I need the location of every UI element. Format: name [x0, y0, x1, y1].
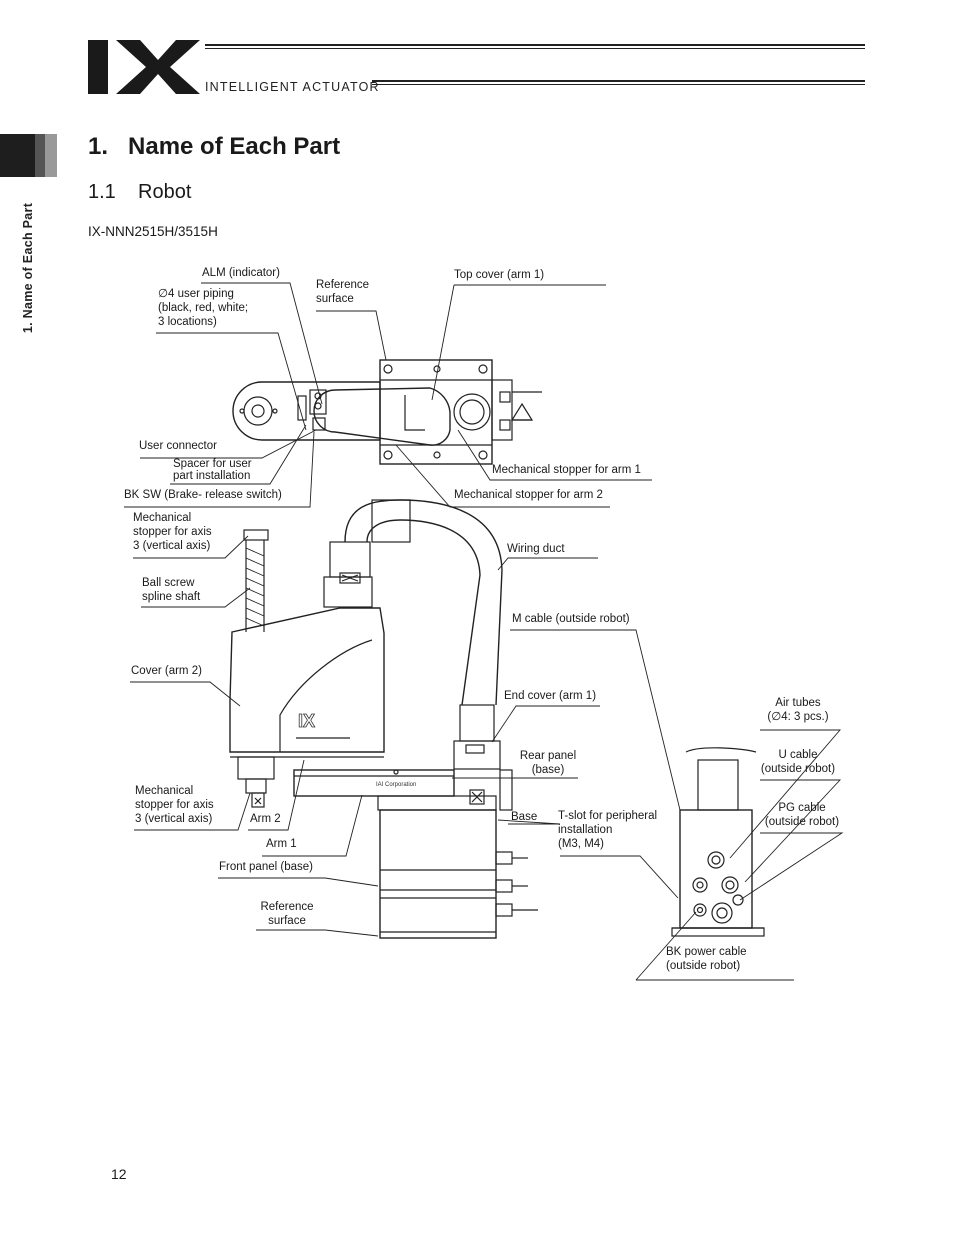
callout-spacer-line2: part installation	[173, 470, 251, 482]
callout-mech-stopper-lower-line2: stopper for axis	[135, 799, 214, 811]
callout-mech-stopper-axis3-lower: Mechanical stopper for axis 3 (vertical …	[135, 784, 214, 826]
callout-air-tubes: Air tubes (∅4: 3 pcs.)	[758, 696, 838, 724]
callout-ball-screw-line1: Ball screw	[142, 577, 195, 589]
callout-end-cover: End cover (arm 1)	[504, 690, 597, 702]
nameplate: IAI Corporation	[376, 782, 416, 788]
page-number: 12	[111, 1166, 127, 1182]
side-tab-block	[0, 134, 35, 177]
callout-bk-power-line2: (outside robot)	[666, 960, 741, 972]
callout-spacer: Spacer for user part installation	[173, 458, 252, 482]
callout-t-slot-line3: (M3, M4)	[558, 838, 604, 850]
callout-reference-surface-bottom: Reference surface	[252, 900, 322, 928]
callout-t-slot-line2: installation	[558, 824, 613, 836]
callout-mech-stopper-upper-line2: stopper for axis	[133, 526, 212, 538]
callout-user-piping: ∅4 user piping (black, red, white; 3 loc…	[158, 287, 248, 329]
callout-reference-top-line1: Reference	[316, 279, 370, 291]
callout-spacer-line1: Spacer for user	[173, 458, 252, 470]
callout-u-cable: U cable (outside robot)	[756, 748, 840, 776]
section-title: 1.1 Robot	[88, 181, 192, 203]
callout-arm2: Arm 2	[250, 813, 281, 825]
callout-mech-stopper-axis3-upper: Mechanical stopper for axis 3 (vertical …	[133, 511, 212, 553]
callout-pg-cable-line1: PG cable	[778, 802, 826, 814]
callout-mech-stopper-lower-line3: 3 (vertical axis)	[135, 813, 213, 825]
callout-front-panel: Front panel (base)	[219, 861, 313, 873]
callout-wiring-duct: Wiring duct	[507, 543, 565, 555]
callout-user-piping-line2: (black, red, white;	[158, 302, 249, 314]
callout-m-cable: M cable (outside robot)	[512, 613, 630, 625]
callout-air-tubes-line1: Air tubes	[775, 697, 821, 709]
brand-text: INTELLIGENT ACTUATOR	[205, 80, 380, 94]
header-rule-bottom-1	[372, 80, 865, 82]
callout-mech-stopper-arm1: Mechanical stopper for arm 1	[492, 464, 641, 476]
callout-user-piping-line1: ∅4 user piping	[158, 288, 234, 300]
callout-user-connector: User connector	[139, 440, 217, 452]
callout-reference-top-line2: surface	[316, 293, 354, 305]
callout-top-cover: Top cover (arm 1)	[454, 269, 545, 281]
side-tab-block-mid	[35, 134, 45, 177]
callout-arm1: Arm 1	[266, 838, 297, 850]
callout-reference-bottom-line1: Reference	[260, 901, 314, 913]
callout-rear-panel-line2: (base)	[531, 764, 565, 776]
header-rule-top-2	[205, 48, 865, 49]
header-rule-top-1	[205, 44, 865, 46]
callout-bk-sw: BK SW (Brake- release switch)	[124, 489, 282, 501]
callout-reference-bottom-line2: surface	[268, 915, 306, 927]
page-title: 1. Name of Each Part	[88, 133, 341, 160]
callout-base: Base	[511, 811, 538, 823]
model-label: IX-NNN2515H/3515H	[88, 224, 218, 239]
header-rule-bottom-2	[372, 84, 865, 85]
callout-mech-stopper-upper-line3: 3 (vertical axis)	[133, 540, 211, 552]
leader-lines	[124, 282, 844, 981]
callout-air-tubes-line2: (∅4: 3 pcs.)	[767, 711, 829, 723]
callout-rear-panel-line1: Rear panel	[519, 750, 577, 762]
callout-user-piping-line3: 3 locations)	[158, 316, 217, 328]
callout-rear-panel: Rear panel (base)	[512, 749, 584, 777]
callout-ball-screw: Ball screw spline shaft	[142, 576, 200, 604]
side-view: IX IAI Corporation	[229, 499, 538, 939]
callout-cover-arm2: Cover (arm 2)	[131, 665, 202, 677]
callout-ball-screw-line2: spline shaft	[142, 591, 201, 603]
callout-bk-power-line1: BK power cable	[666, 946, 747, 958]
callout-t-slot: T-slot for peripheral installation (M3, …	[558, 809, 657, 851]
top-view	[232, 359, 542, 465]
callout-reference-surface-top: Reference surface	[316, 278, 369, 306]
rear-view	[671, 747, 765, 937]
side-tab-block-light	[45, 134, 57, 177]
callout-t-slot-line1: T-slot for peripheral	[558, 810, 658, 822]
callout-pg-cable-line2: (outside robot)	[764, 816, 840, 828]
callout-mech-stopper-lower-line1: Mechanical	[135, 785, 194, 797]
callout-u-cable-line1: U cable	[778, 749, 818, 761]
callout-bk-power-cable: BK power cable (outside robot)	[666, 945, 747, 973]
callout-pg-cable: PG cable (outside robot)	[760, 801, 844, 829]
callout-mech-stopper-upper-line1: Mechanical	[133, 512, 192, 524]
callout-u-cable-line2: (outside robot)	[760, 763, 836, 775]
callout-mech-stopper-arm2: Mechanical stopper for arm 2	[454, 489, 603, 501]
arm-ix-emblem: IX	[298, 711, 315, 731]
callout-alm-indicator: ALM (indicator)	[202, 267, 280, 279]
ix-logo	[88, 40, 200, 94]
